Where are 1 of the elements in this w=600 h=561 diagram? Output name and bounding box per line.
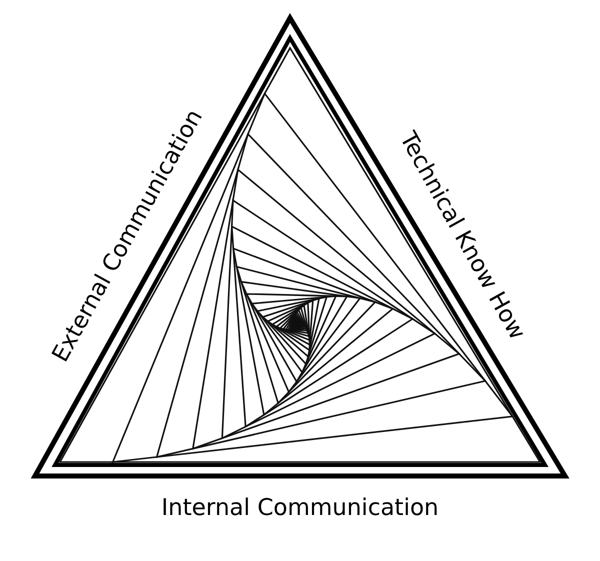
side-label: Internal Communication bbox=[161, 494, 439, 523]
